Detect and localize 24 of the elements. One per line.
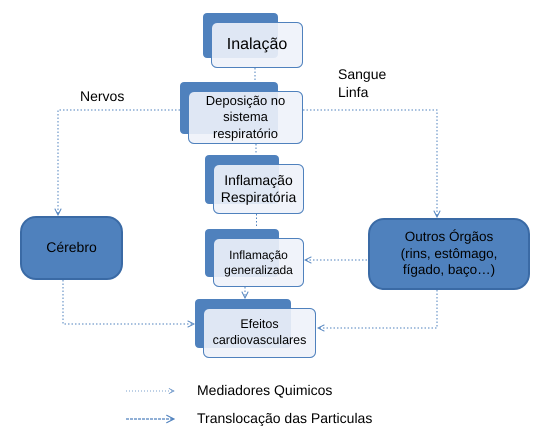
connector-arrow bbox=[318, 290, 438, 332]
connector-arrow bbox=[302, 110, 441, 218]
stacked-process-box bbox=[195, 299, 316, 358]
connector-arrow bbox=[54, 110, 180, 216]
node-label: Inflamação generalizada bbox=[223, 248, 294, 278]
edge-label: Nervos bbox=[80, 88, 126, 106]
stacked-process-box bbox=[180, 82, 303, 144]
stacked-process-box bbox=[205, 155, 304, 214]
organ-box bbox=[368, 218, 530, 290]
organ-box bbox=[20, 216, 123, 280]
stacked-process-box bbox=[205, 229, 304, 287]
node-label: Inflamação Respiratória bbox=[220, 172, 298, 206]
node-label: Deposição no sistema respiratório bbox=[204, 93, 286, 142]
legend-text: Mediadores Quimicos bbox=[197, 382, 332, 400]
node-label: Outros Órgãos (rins, estômago, fígado, baço…) bbox=[400, 228, 498, 280]
edge-label: Sangue Linfa bbox=[338, 66, 388, 101]
legend-text: Translocação das Particulas bbox=[197, 410, 372, 428]
node-label: Inalação bbox=[226, 35, 288, 55]
connector-arrow bbox=[62, 280, 194, 328]
connector-arrow bbox=[304, 256, 368, 264]
node-label: Efeitos cardiovasculares bbox=[212, 317, 308, 349]
node-label: Cérebro bbox=[46, 239, 97, 257]
stacked-process-box bbox=[203, 13, 303, 68]
connector-arrow bbox=[241, 286, 249, 298]
